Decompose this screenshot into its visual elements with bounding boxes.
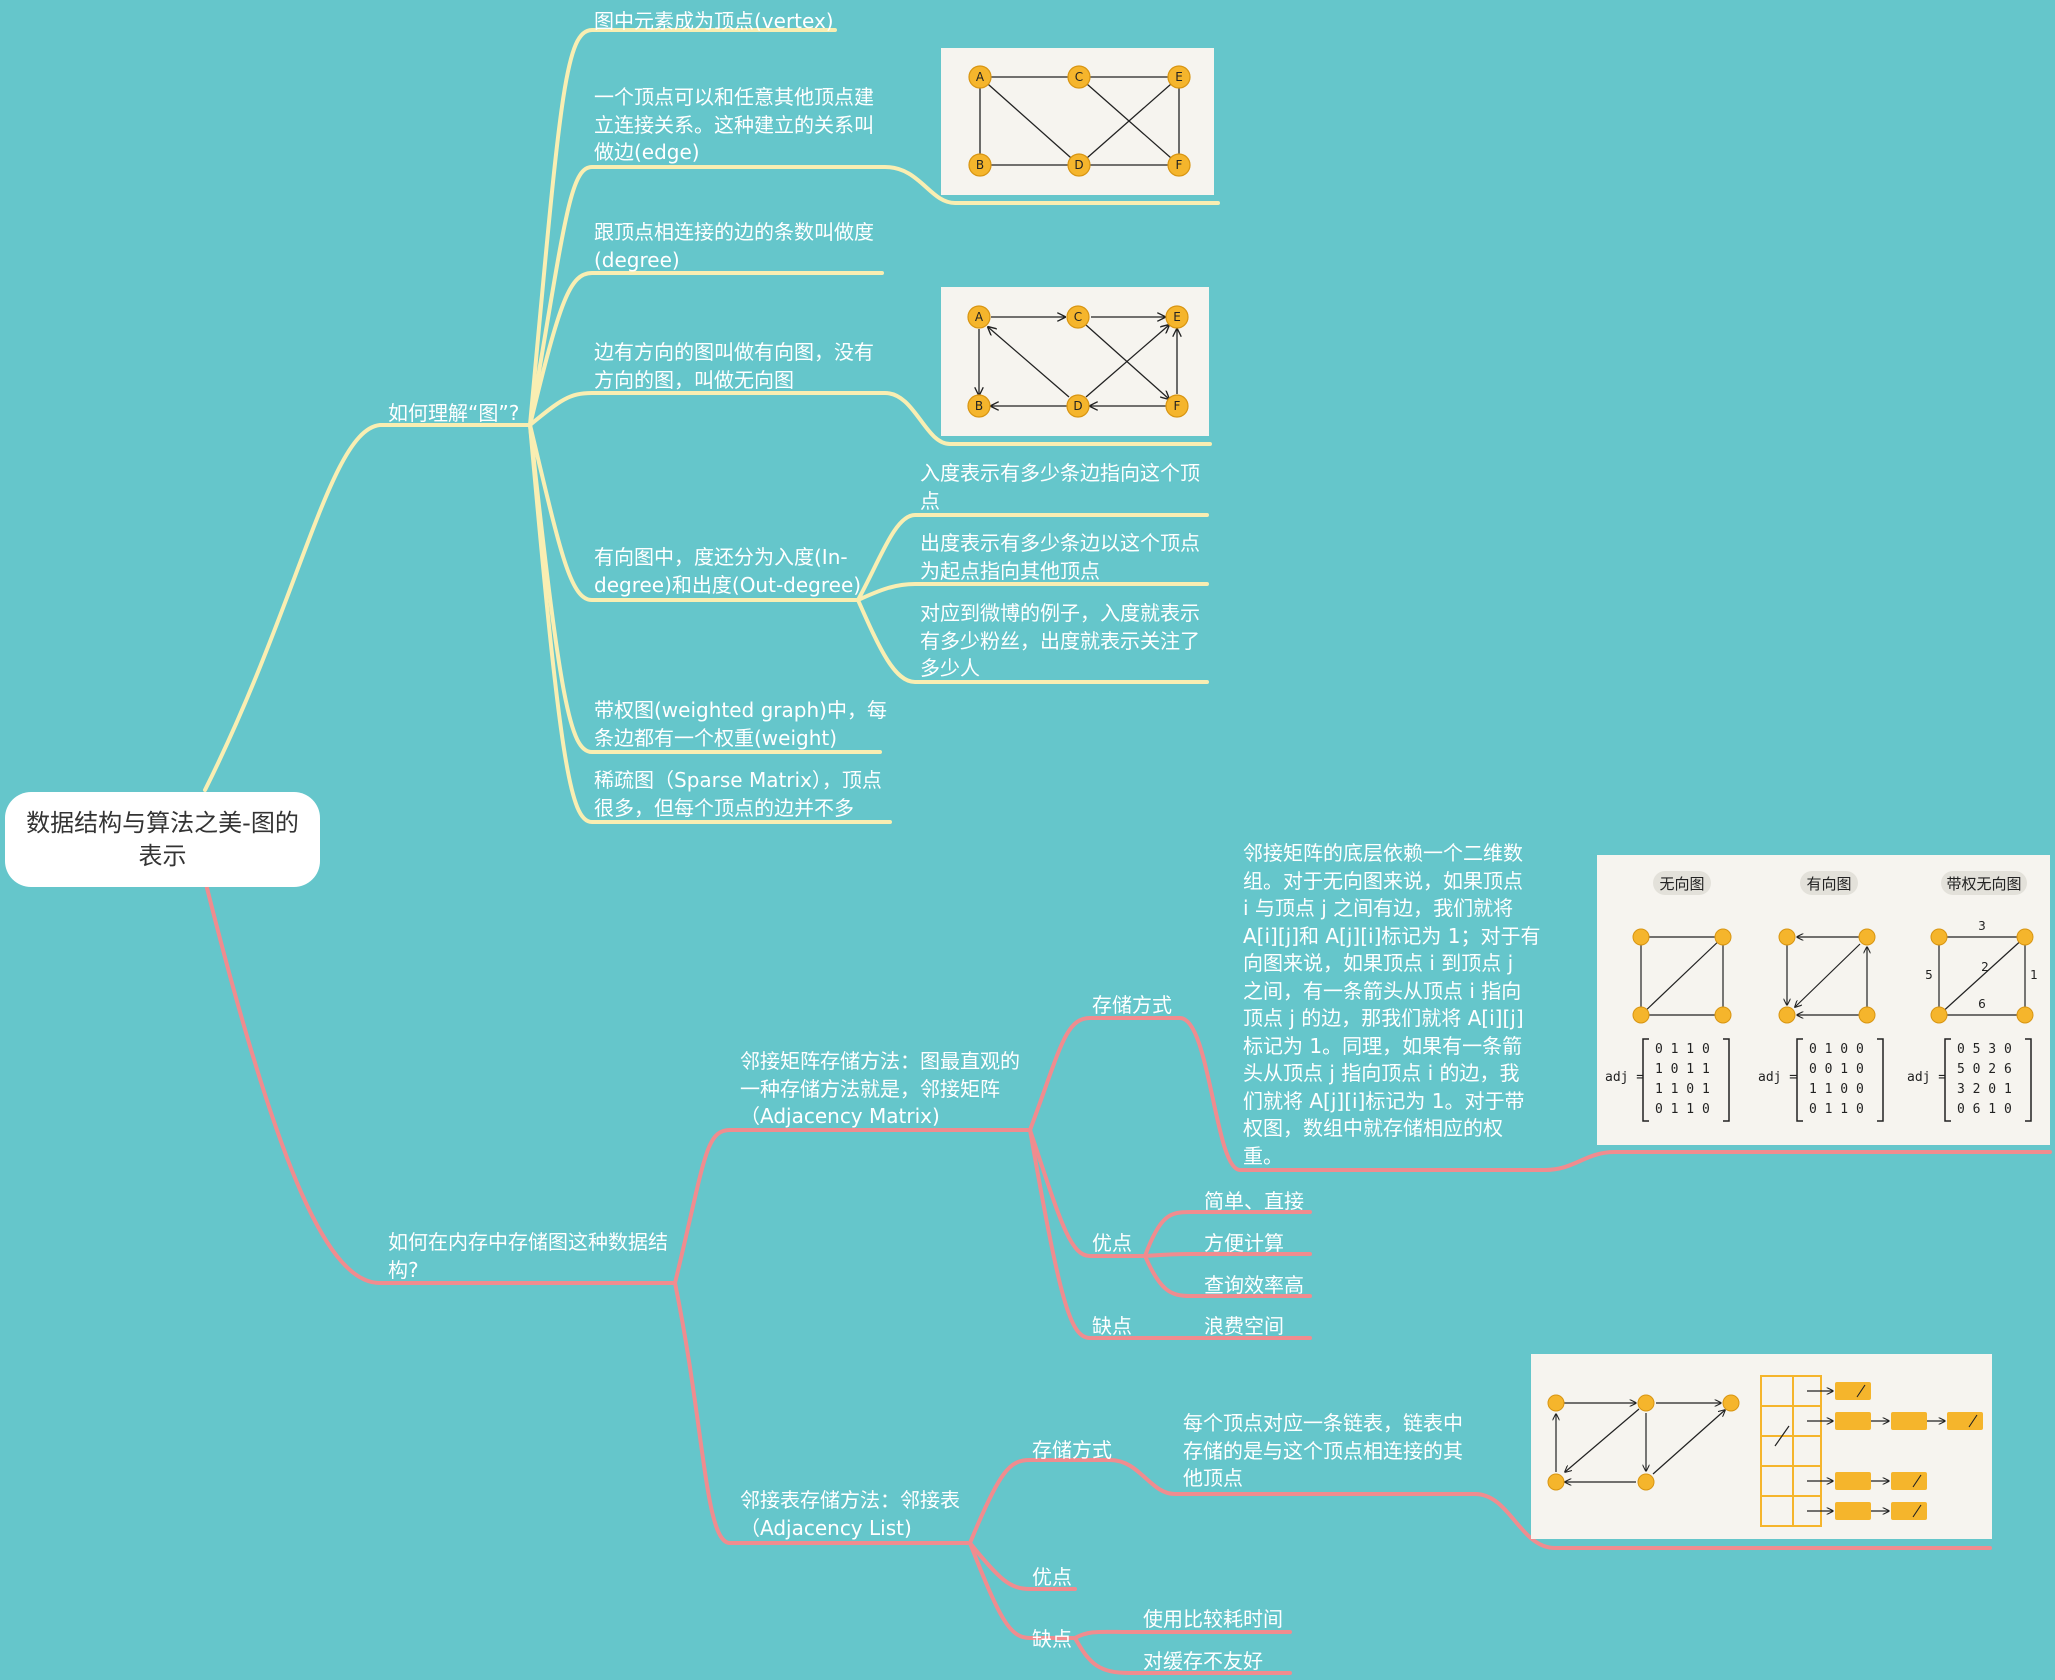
branch-understand-graph[interactable]: 如何理解“图”?	[388, 401, 520, 425]
matrix-row: 0 1 0 0	[1809, 1042, 1864, 1057]
adjacency-list-image	[1531, 1354, 1992, 1539]
matrix-row: 0 0 1 0	[1809, 1062, 1864, 1077]
list-con-item[interactable]: 使用比较耗时间	[1143, 1607, 1283, 1631]
vertex-label: F	[1176, 158, 1183, 172]
matrix-row: 0 1 1 0	[1655, 1102, 1710, 1117]
matrix-pro-item[interactable]: 查询效率高	[1204, 1273, 1304, 1297]
topic-degree[interactable]: 跟顶点相连接的边的条数叫做度 (degree)	[594, 220, 874, 272]
matrix-row: 0 6 1 0	[1957, 1102, 2012, 1117]
topic-weibo-example[interactable]: 对应到微博的例子，入度就表示 有多少粉丝，出度就表示关注了 多少人	[920, 601, 1200, 680]
vertex-label: D	[1073, 399, 1082, 413]
matrix-row: 0 5 3 0	[1957, 1042, 2012, 1057]
matrix-row: 1 0 1 1	[1655, 1062, 1710, 1077]
matrix-storage-label[interactable]: 存储方式	[1092, 993, 1172, 1017]
matrix-row: 0 1 1 0	[1809, 1102, 1864, 1117]
vertex-label: B	[976, 158, 984, 172]
undirected-graph-image: A C E B D F	[941, 48, 1214, 195]
list-con-item[interactable]: 对缓存不友好	[1143, 1649, 1263, 1673]
figure-title: 带权无向图	[1946, 875, 2021, 893]
vertex-label: D	[1074, 158, 1083, 172]
adj-label: adj =	[1907, 1070, 1946, 1085]
weight-label: 1	[2030, 968, 2038, 982]
matrix-row: 0 1 1 0	[1655, 1042, 1710, 1057]
weight-label: 3	[1978, 919, 1986, 933]
topic-sparse-graph[interactable]: 稀疏图（Sparse Matrix），顶点 很多，但每个顶点的边并不多	[594, 768, 882, 820]
list-cons-label[interactable]: 缺点	[1032, 1627, 1072, 1651]
weight-label: 2	[1981, 960, 1989, 974]
weight-label: 5	[1925, 968, 1933, 982]
topic-indegree[interactable]: 入度表示有多少条边指向这个顶 点	[920, 461, 1200, 513]
vertex-label: C	[1074, 310, 1082, 324]
vertex-label: A	[975, 310, 984, 324]
adjacency-matrix-image: 无向图 有向图 带权无向图	[1597, 855, 2050, 1145]
directed-graph-image: A C E B D F	[941, 287, 1209, 436]
adjacency-list-figure	[1547, 1375, 1983, 1527]
topic-adjacency-list[interactable]: 邻接表存储方法：邻接表 （Adjacency List)	[740, 1488, 960, 1540]
directed-graph-figure: A C E B D F	[967, 305, 1189, 418]
matrix-storage-description[interactable]: 邻接矩阵的底层依赖一个二维数 组。对于无向图来说，如果顶点 i 与顶点 j 之间…	[1243, 841, 1541, 1168]
list-storage-description[interactable]: 每个顶点对应一条链表，链表中 存储的是与这个顶点相连接的其 他顶点	[1183, 1411, 1463, 1490]
vertex-label: B	[975, 399, 983, 413]
undirected-graph-figure: A C E B D F	[968, 65, 1191, 177]
adjacency-matrix-figure: 无向图 有向图 带权无向图	[1605, 871, 2038, 1122]
topic-in-out-degree[interactable]: 有向图中，度还分为入度(In- degree)和出度(Out-degree)	[594, 545, 862, 597]
vertex-label: E	[1175, 70, 1183, 84]
matrix-pro-item[interactable]: 简单、直接	[1204, 1189, 1304, 1213]
matrix-row: 5 0 2 6	[1957, 1062, 2012, 1077]
figure-title: 无向图	[1659, 875, 1704, 893]
matrix-pros-label[interactable]: 优点	[1092, 1231, 1132, 1255]
topic-vertex[interactable]: 图中元素成为顶点(vertex)	[594, 9, 834, 33]
vertex-label: E	[1173, 310, 1181, 324]
topic-directed-graph[interactable]: 边有方向的图叫做有向图，没有 方向的图，叫做无向图	[594, 340, 874, 392]
vertex-label: C	[1075, 70, 1083, 84]
branch2-lines	[203, 878, 2052, 1675]
matrix-row: 1 1 0 0	[1809, 1082, 1864, 1097]
figure-title: 有向图	[1806, 875, 1851, 893]
matrix-con-item[interactable]: 浪费空间	[1204, 1314, 1284, 1338]
weight-label: 6	[1978, 997, 1986, 1011]
branch1-lines	[203, 28, 1220, 824]
adj-label: adj =	[1758, 1070, 1797, 1085]
weight-labels: 3 5 2 1 6	[1925, 919, 2038, 1011]
topic-edge[interactable]: 一个顶点可以和任意其他顶点建 立连接关系。这种建立的关系叫 做边(edge)	[594, 85, 874, 164]
vertex-label: F	[1174, 399, 1181, 413]
branch-store-graph[interactable]: 如何在内存中存储图这种数据结 构?	[388, 1230, 668, 1282]
list-pros-label[interactable]: 优点	[1032, 1565, 1072, 1589]
matrix-pro-item[interactable]: 方便计算	[1204, 1231, 1284, 1255]
vertex-label: A	[976, 70, 985, 84]
root-topic[interactable]: 数据结构与算法之美-图的 表示	[5, 792, 320, 887]
matrix-cons-label[interactable]: 缺点	[1092, 1314, 1132, 1338]
matrix-row: 3 2 0 1	[1957, 1082, 2012, 1097]
topic-outdegree[interactable]: 出度表示有多少条边以这个顶点 为起点指向其他顶点	[920, 531, 1200, 583]
list-storage-label[interactable]: 存储方式	[1032, 1438, 1112, 1462]
topic-weighted-graph[interactable]: 带权图(weighted graph)中，每 条边都有一个权重(weight)	[594, 698, 887, 750]
matrix-row: 1 1 0 1	[1655, 1082, 1710, 1097]
topic-adjacency-matrix[interactable]: 邻接矩阵存储方法：图最直观的 一种存储方法就是，邻接矩阵 （Adjacency …	[740, 1049, 1020, 1128]
adj-label: adj =	[1605, 1070, 1644, 1085]
